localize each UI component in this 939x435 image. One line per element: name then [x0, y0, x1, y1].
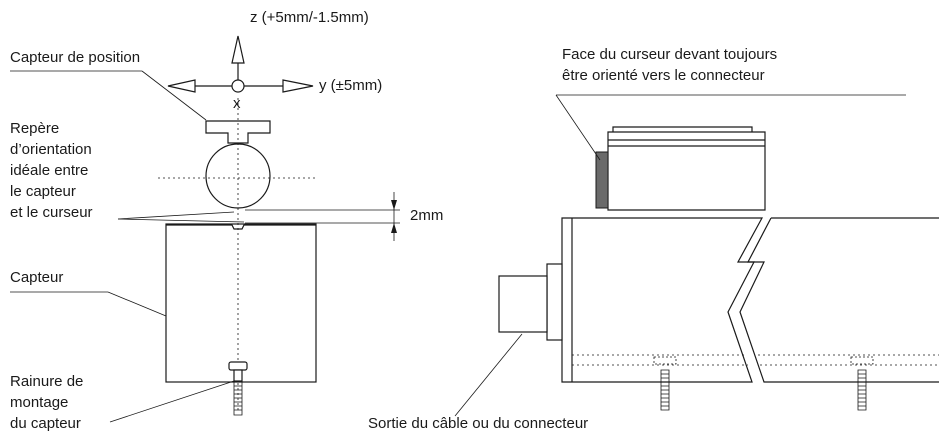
leader-line — [454, 333, 523, 417]
z-axis-label: z (+5mm/-1.5mm) — [250, 9, 369, 26]
sensor-profile — [561, 217, 939, 383]
cable-exit-label: Sortie du câble ou du connecteur — [368, 415, 589, 432]
connector-icon — [498, 263, 563, 341]
leader-line — [117, 218, 245, 223]
leader-line — [117, 211, 235, 220]
mounting-screw-icon — [228, 361, 248, 416]
mounting-screw-icon — [850, 356, 874, 411]
gap-label: 2mm — [410, 207, 444, 224]
gap-dimension — [245, 192, 400, 241]
position-sensor-label: Capteur de position — [10, 49, 141, 66]
mounting-screw-icon — [653, 356, 677, 411]
leader-line — [555, 94, 601, 161]
leader-line — [109, 380, 235, 423]
position-sensor-cursor — [205, 120, 271, 209]
mounting-groove-label: Rainure de montage du capteur — [10, 373, 84, 432]
cursor-block — [595, 126, 766, 211]
sensor-label: Capteur — [10, 269, 64, 286]
axis-cross-icon — [167, 35, 314, 93]
orientation-mark-label: Repère d’orientation idéale entre le cap… — [10, 120, 93, 221]
cursor-face-label: Face du curseur devant toujours être ori… — [562, 46, 778, 84]
leader-line — [141, 70, 207, 121]
leader-line — [107, 291, 167, 317]
x-axis-label: x — [233, 95, 241, 112]
y-axis-label: y (±5mm) — [319, 77, 383, 94]
sensor-body — [165, 223, 317, 383]
